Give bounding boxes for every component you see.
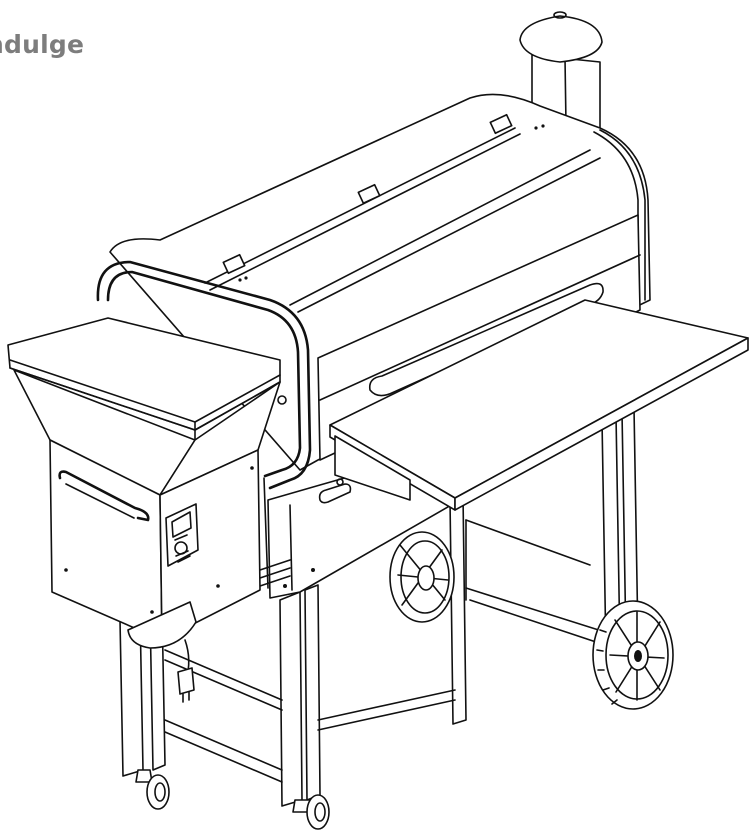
cart-frame [119,407,639,807]
brand-title: ndulge [0,30,85,59]
rear-wheel [389,531,455,623]
side-shelf [318,299,749,511]
caster-wheel-right [292,794,330,830]
pellet-hopper [7,317,281,703]
caster-wheel-left [135,769,170,810]
front-wheel [592,600,674,710]
